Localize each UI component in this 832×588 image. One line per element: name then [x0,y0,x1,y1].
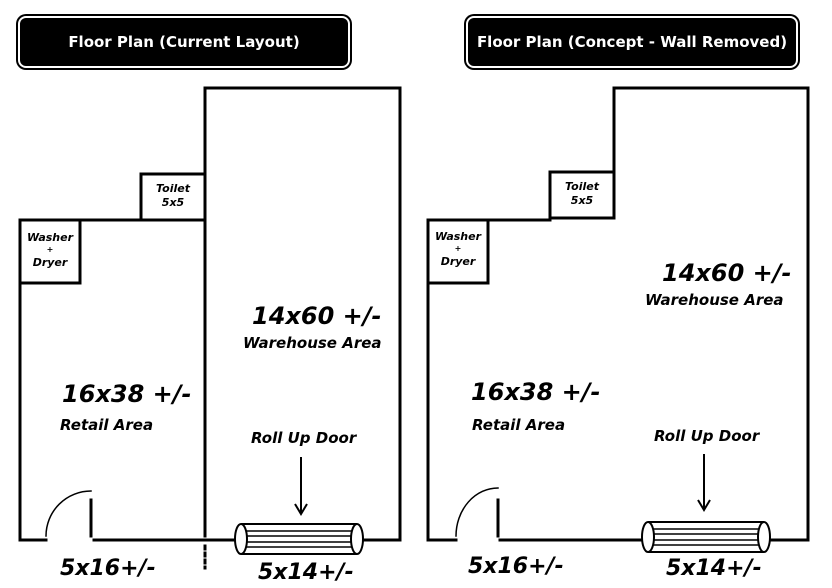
right-front-left-dim: 5x16+/- [468,554,564,579]
right-washer-line1: Washer [434,230,482,243]
left-washer-closet [18,218,82,285]
left-rollup-door [234,523,364,555]
right-washer-line3: Dryer [440,255,476,268]
right-washer-line2: + [454,244,462,253]
right-door-swing [455,487,499,537]
left-door-swing [45,490,92,537]
right-plan-walls [426,86,810,542]
right-front-right-dim: 5x14+/- [666,556,762,581]
right-toilet-name: Toilet [565,180,599,193]
left-retail-label: Retail Area [60,416,154,434]
right-retail-label: Retail Area [472,416,566,434]
right-outer-wall [426,86,810,542]
right-rollup-label: Roll Up Door [654,427,760,445]
left-front-left-dim: 5x16+/- [60,556,156,581]
left-plan-walls [18,86,402,542]
left-warehouse-size: 14x60 +/- [252,302,382,330]
right-plan-title: Floor Plan (Concept - Wall Removed) [468,18,796,66]
left-washer-line2: + [46,245,54,254]
left-washer-label: Washer + Dryer [22,230,78,270]
right-toilet-label: Toilet 5x5 [553,180,611,208]
left-front-right-dim: 5x14+/- [258,560,354,585]
left-rollup-arrow [294,457,308,516]
left-toilet-name: Toilet [156,182,190,195]
left-plan-title: Floor Plan (Current Layout) [20,18,348,66]
right-warehouse-label: Warehouse Area [645,291,784,309]
right-washer-label: Washer + Dryer [430,229,486,269]
right-rollup-door [641,521,771,553]
left-warehouse-label: Warehouse Area [243,334,382,352]
right-retail-size: 16x38 +/- [471,378,601,406]
left-toilet-size: 5x5 [161,196,185,209]
right-washer-closet [426,218,490,285]
right-warehouse-size: 14x60 +/- [662,259,792,287]
left-washer-line1: Washer [26,231,74,244]
right-toilet-size: 5x5 [570,194,594,207]
left-washer-line3: Dryer [32,256,68,269]
left-toilet-label: Toilet 5x5 [145,182,201,210]
left-retail-size: 16x38 +/- [62,380,192,408]
left-rollup-label: Roll Up Door [251,429,357,447]
left-outer-wall [18,86,402,542]
right-rollup-arrow [697,454,711,512]
